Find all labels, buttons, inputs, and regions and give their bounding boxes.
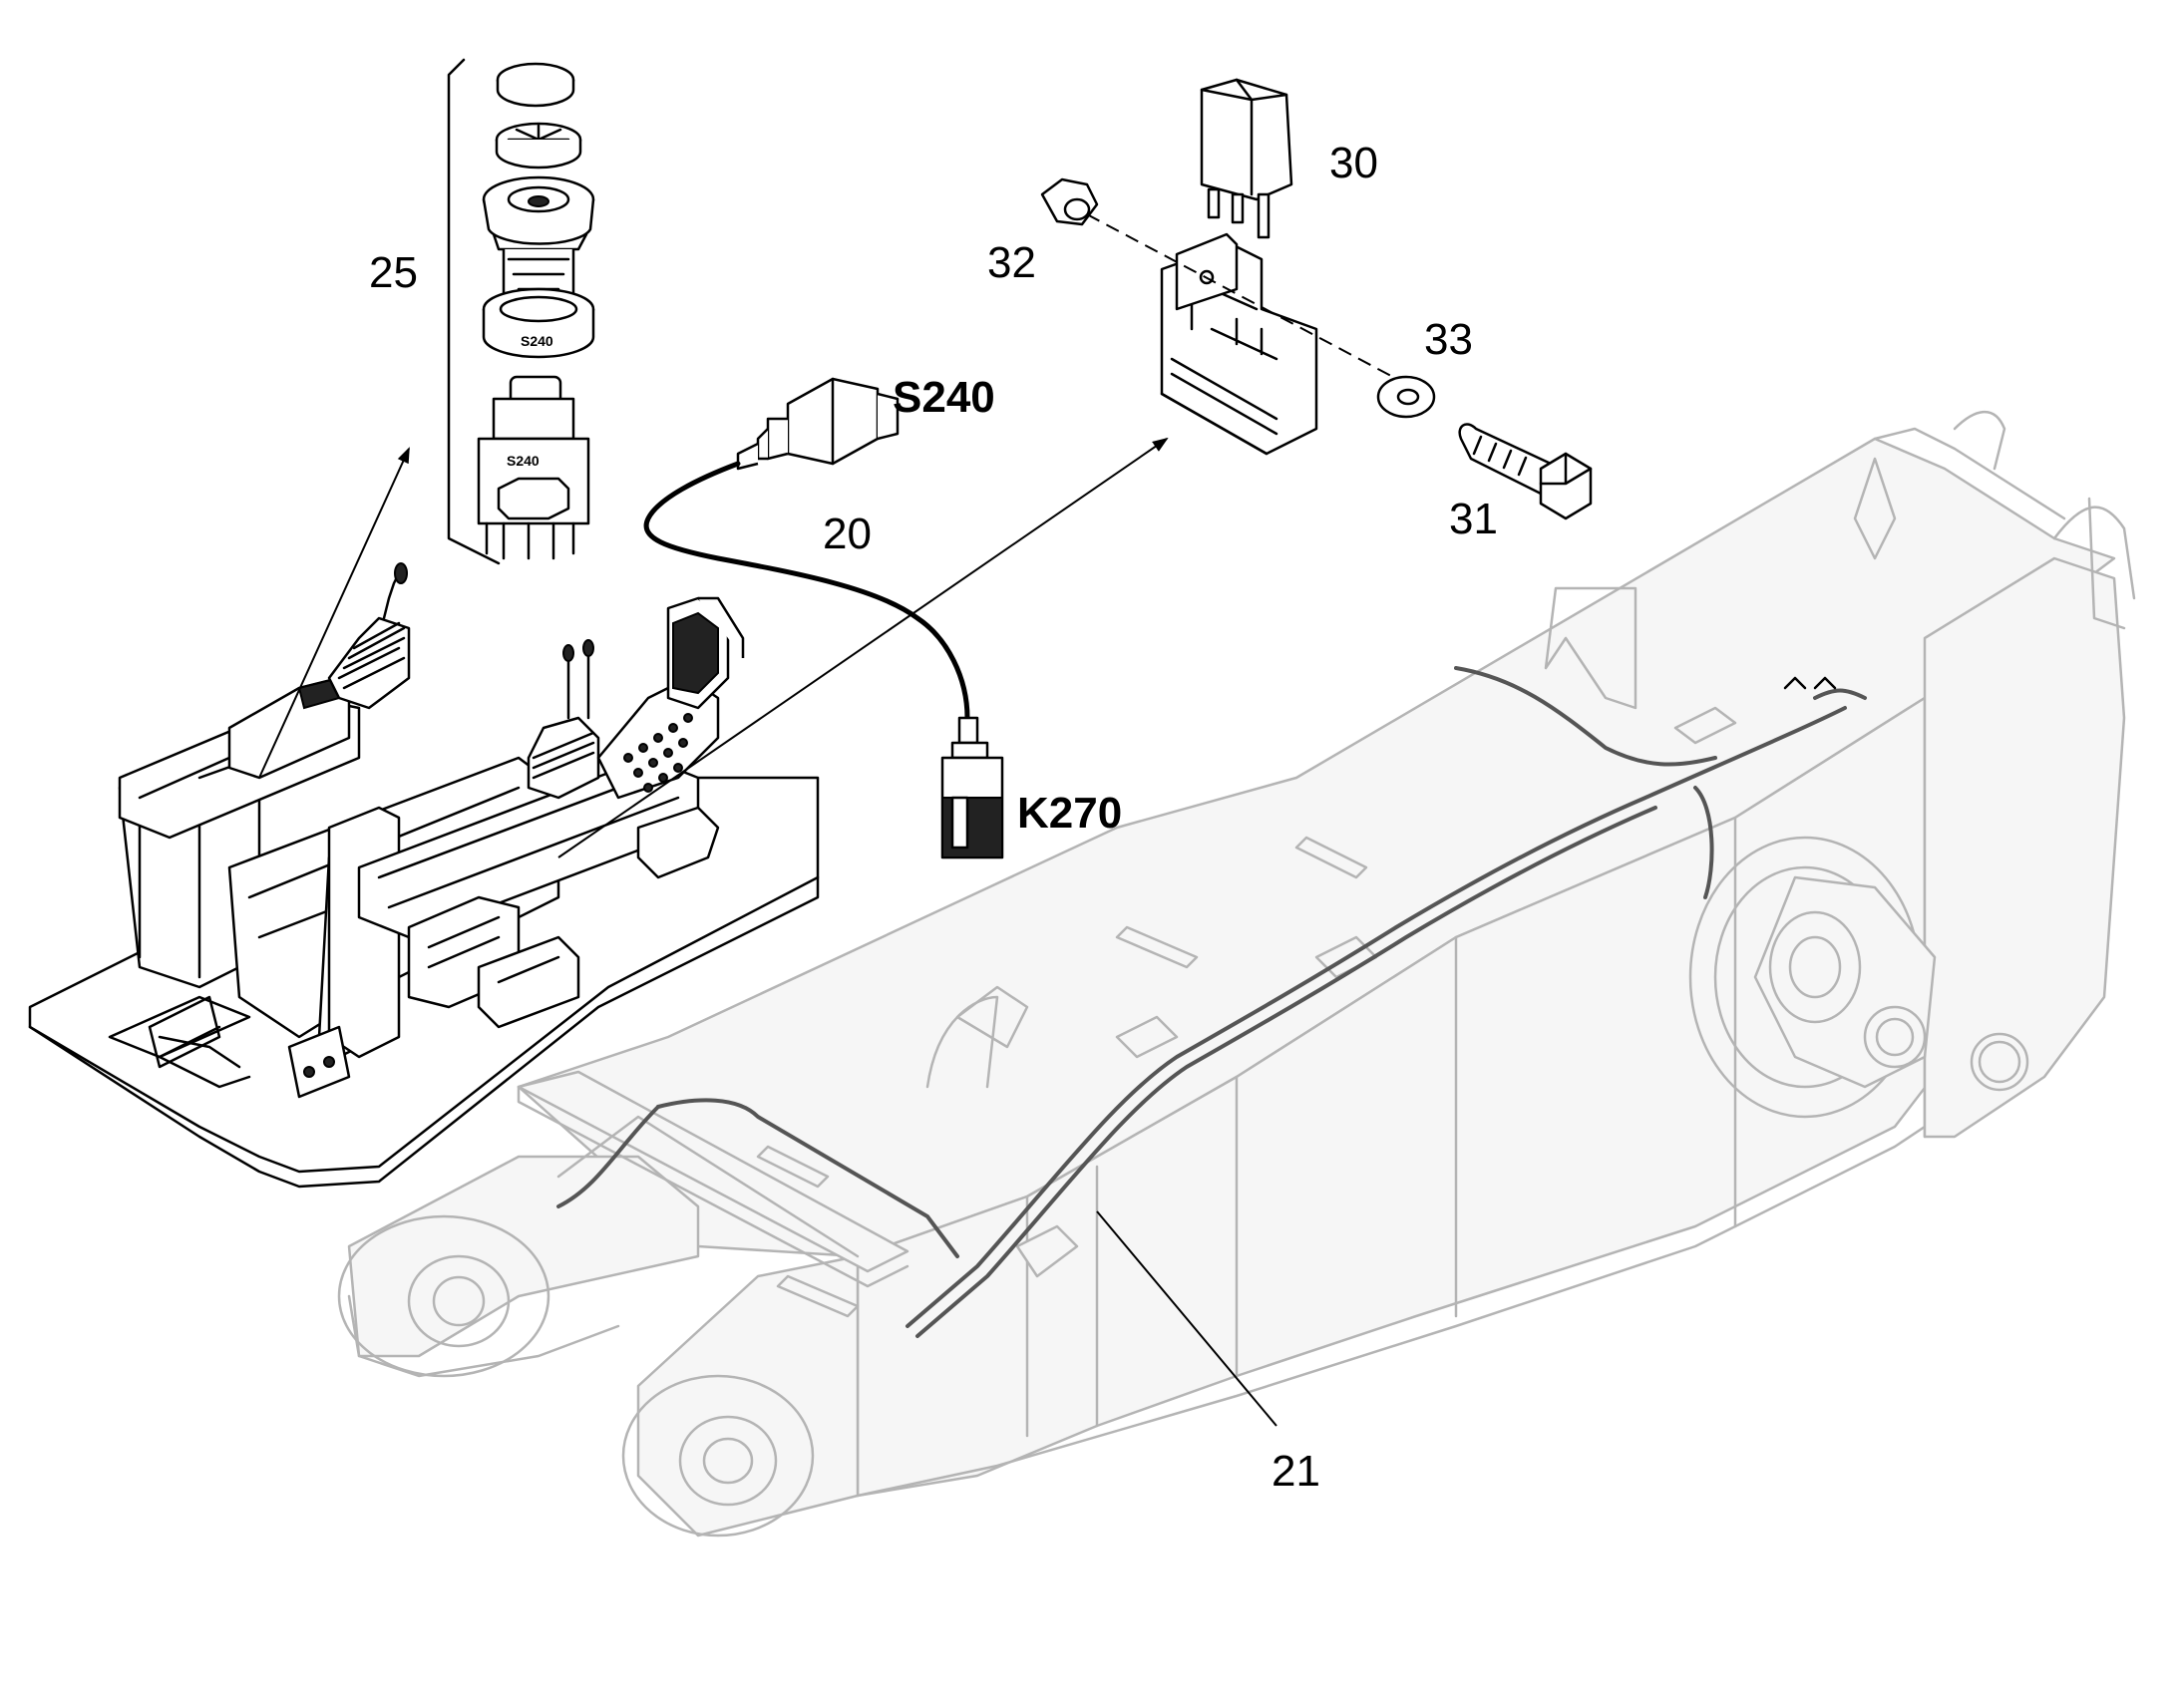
label-s240: S240: [893, 373, 995, 422]
block-marking: S240: [507, 453, 540, 469]
relay-assembly: [1040, 78, 1593, 520]
callout-31: 31: [1449, 495, 1498, 543]
leader-lines: [258, 437, 1277, 1427]
nut-marking: S240: [521, 333, 553, 349]
callout-20: 20: [823, 510, 872, 558]
callout-30: 30: [1329, 139, 1378, 187]
boom-frame: [337, 410, 2136, 1537]
label-k270: K270: [1017, 789, 1122, 838]
callout-21: 21: [1272, 1447, 1320, 1496]
cable-assembly-20: [643, 377, 1004, 859]
callout-labels: 25 20 21 30 31 32 33 S240 K270: [369, 139, 1498, 1496]
callout-33: 33: [1424, 315, 1473, 364]
wiring-harness: [556, 666, 1867, 1338]
operator-console: [28, 562, 820, 1189]
callout-32: 32: [987, 238, 1036, 287]
callout-25: 25: [369, 248, 418, 297]
switch-s240-exploded: S240 S240: [447, 58, 595, 565]
